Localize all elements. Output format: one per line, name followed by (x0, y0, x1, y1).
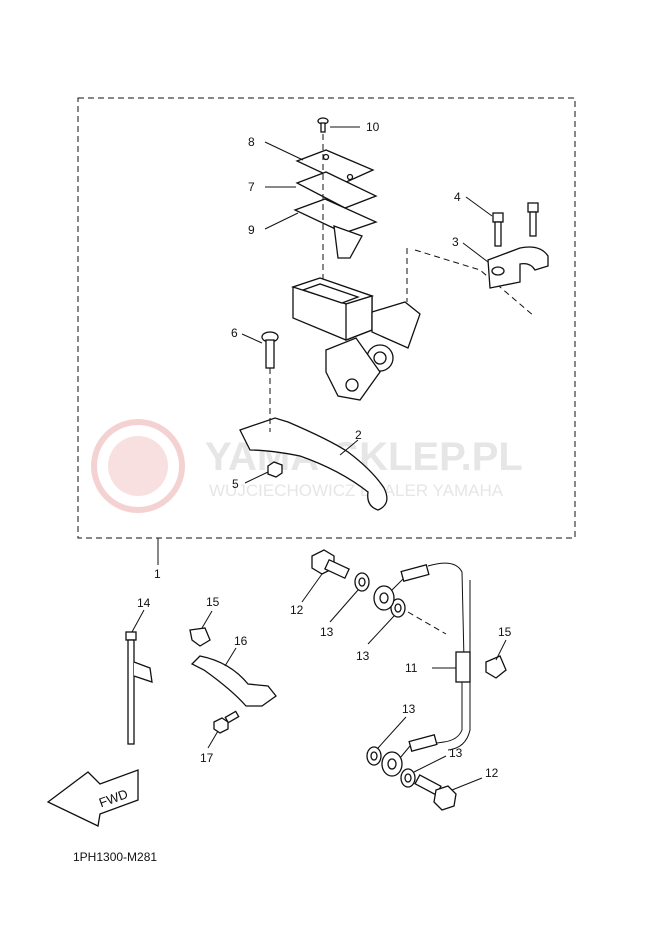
callout-11: 11 (405, 661, 418, 675)
diagram-code: 1PH1300-M281 (73, 850, 158, 864)
callout-1: 1 (154, 567, 161, 581)
callout-14: 14 (137, 596, 151, 610)
callout-10: 10 (366, 120, 380, 134)
callout-7: 7 (248, 180, 255, 194)
callout-13-a: 13 (320, 625, 334, 639)
union-bolt-12-bottom (414, 774, 457, 811)
assembly-frame (77, 97, 576, 539)
callout-5: 5 (232, 477, 239, 491)
watermark-logo-icon (91, 419, 185, 513)
diaphragm-9 (293, 198, 378, 234)
screw-17 (213, 710, 240, 734)
callout-6: 6 (231, 326, 238, 340)
callout-13-c: 13 (402, 702, 416, 716)
fwd-arrow-icon: FWD (46, 769, 139, 827)
nut-5 (267, 461, 283, 478)
callout-4: 4 (454, 190, 461, 204)
pivot-bolt-6 (261, 331, 279, 369)
guide-16 (190, 655, 277, 707)
brake-hose-11 (373, 562, 471, 777)
callout-17: 17 (200, 751, 214, 765)
cable-tie-14 (125, 631, 153, 745)
callout-13-d: 13 (449, 746, 463, 760)
callout-12-top: 12 (290, 603, 304, 617)
screw-10 (317, 117, 329, 133)
callout-13-b: 13 (356, 649, 370, 663)
plate-7 (295, 171, 378, 209)
callout-15-right: 15 (498, 625, 512, 639)
callout-8: 8 (248, 135, 255, 149)
bolts-4 (492, 202, 539, 247)
callout-16: 16 (234, 634, 248, 648)
callout-2: 2 (355, 428, 362, 442)
master-cylinder-body (290, 277, 421, 401)
watermark-subtitle: WUJCIECHOWICZ DEALER YAMAHA (209, 481, 504, 500)
watermark-logo-inner (108, 436, 168, 496)
union-bolt-12-top (311, 549, 350, 580)
callout-12-bottom: 12 (485, 766, 499, 780)
holder-3 (487, 246, 549, 289)
callout-15-left: 15 (206, 595, 220, 609)
callout-3: 3 (452, 235, 459, 249)
clip-15-left (189, 627, 211, 647)
lever-2 (239, 417, 388, 511)
callout-9: 9 (248, 223, 255, 237)
